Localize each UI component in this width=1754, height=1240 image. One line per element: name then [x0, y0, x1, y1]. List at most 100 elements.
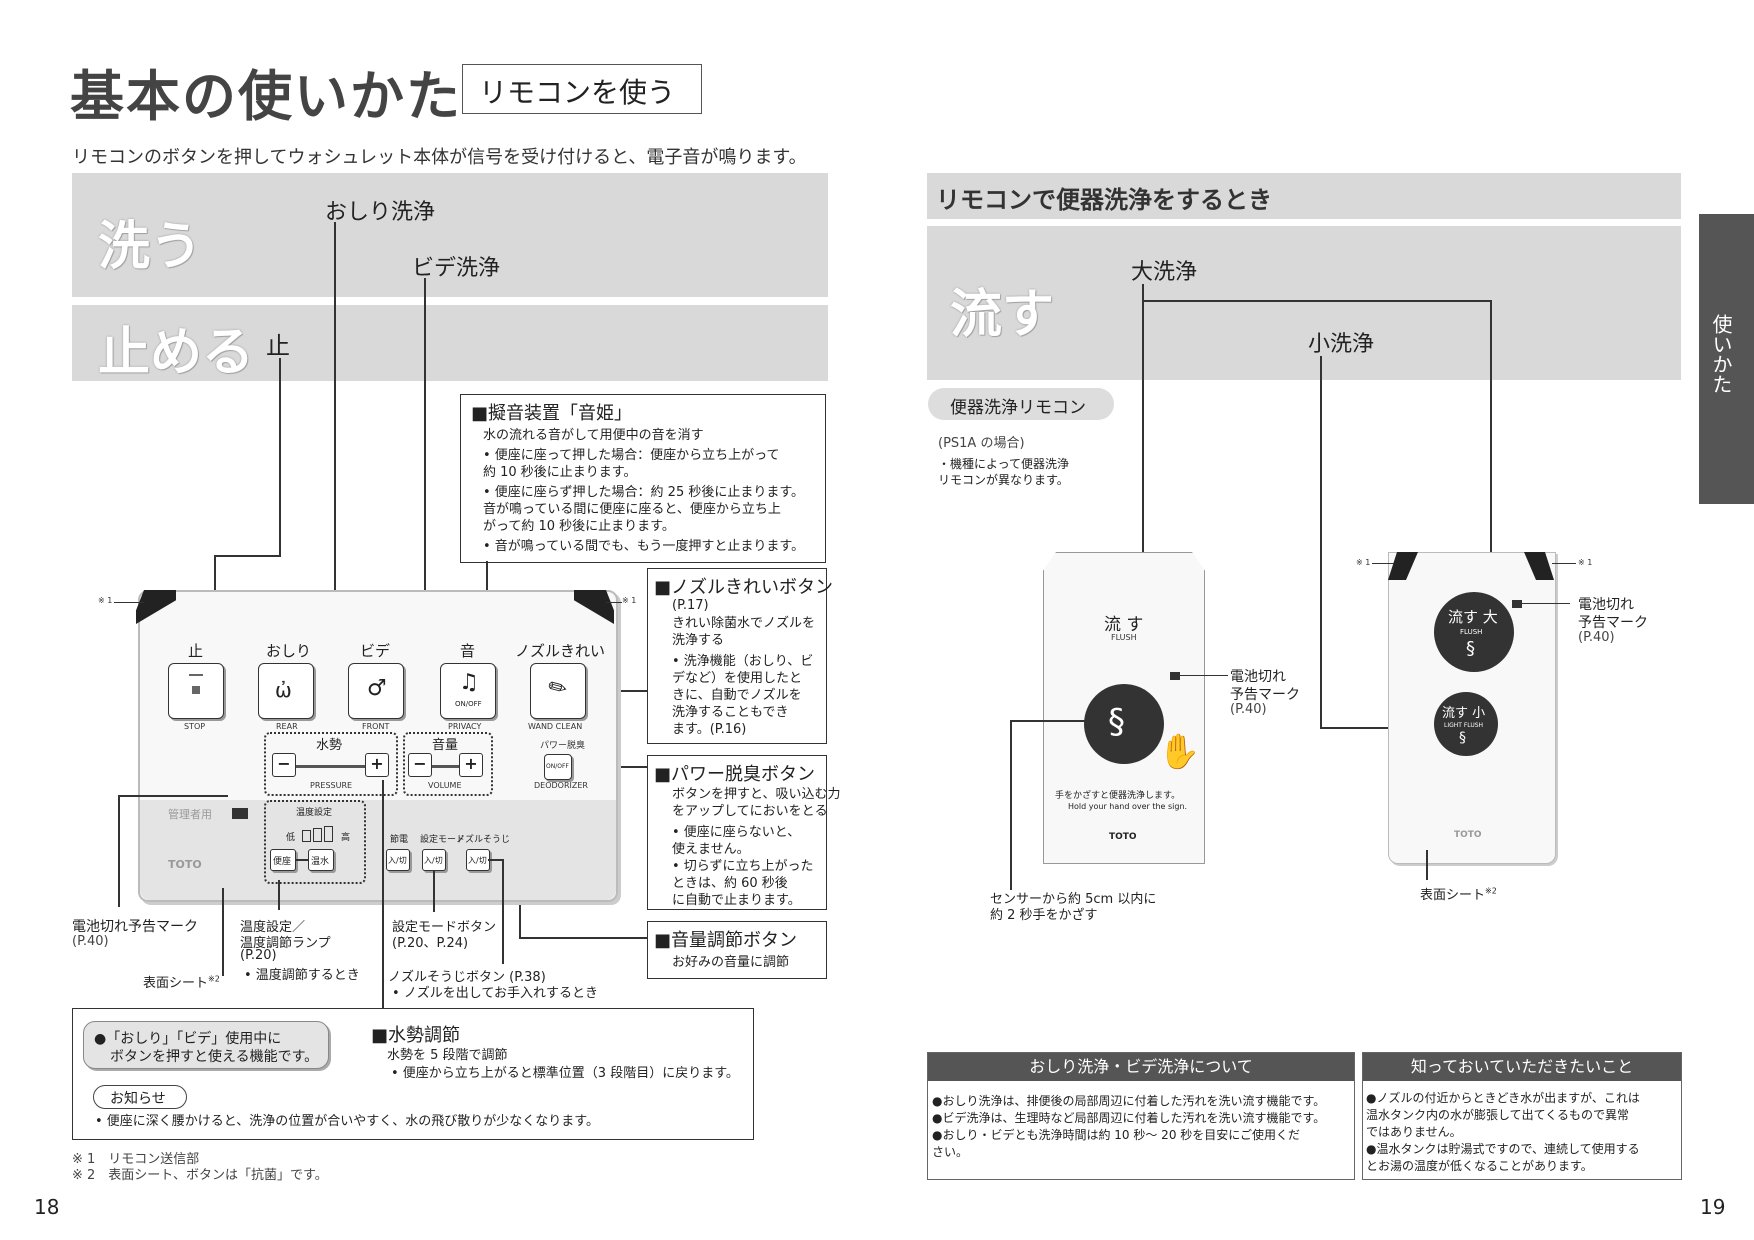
- small-flush-sub: LIGHT FLUSH: [1444, 722, 1484, 729]
- band-stop-label: 止める: [98, 323, 255, 383]
- label-big-flush: 大洗浄: [1131, 260, 1198, 285]
- label-bidet: ビデ洗浄: [412, 256, 501, 281]
- button-battery-ref: (P.40): [1578, 630, 1615, 645]
- big-flush-button[interactable]: 流す 大 FLUSH §: [1434, 592, 1514, 672]
- volume-plus-button[interactable]: +: [459, 753, 483, 777]
- battery-icon: [232, 808, 248, 819]
- stop-kanji: 止: [266, 332, 290, 360]
- info-box: ●「おしり」「ビデ」使用中に ボタンを押すと使える機能です。 ■水勢調節 水勢を…: [72, 1008, 754, 1140]
- temp-lamp-2: [313, 828, 322, 842]
- leader-pressure: [382, 780, 384, 1024]
- big-flush-sub: FLUSH: [1460, 628, 1483, 636]
- mode-toggle-label: 入/切: [424, 856, 443, 865]
- deodorizer-button[interactable]: ON/OFF: [544, 754, 572, 780]
- deo-onoff: ON/OFF: [546, 763, 569, 770]
- privacy-button[interactable]: ♫ ON/OFF: [440, 663, 496, 719]
- right-section-header: [927, 173, 1681, 219]
- leader-button-battery: [1522, 603, 1570, 604]
- button-battery-1: 電池切れ: [1578, 597, 1634, 613]
- music-note-icon: ♫: [459, 670, 479, 695]
- surface-right-text: 表面シート: [1420, 888, 1486, 903]
- volume-minus-button[interactable]: −: [408, 753, 432, 777]
- button-battery-icon: [1512, 600, 1522, 608]
- btn-label-rear: おしり: [266, 642, 312, 660]
- leader-stop-h: [214, 555, 281, 557]
- pressure-label: 水勢: [316, 738, 343, 753]
- nozzle-clean2-button[interactable]: 入/切: [466, 849, 490, 871]
- small-flush-swirl-icon: §: [1459, 730, 1466, 746]
- rear-wash-button[interactable]: ὠ: [258, 663, 314, 719]
- wand-clean-icon: ✎: [543, 673, 573, 704]
- sensor-flush-button[interactable]: §: [1084, 684, 1164, 764]
- power-deo-heading: ■パワー脱臭ボタン: [654, 764, 816, 785]
- info-box-2-item: とお湯の温度が低くなることがあります。: [1366, 1159, 1593, 1173]
- leader-temp: [278, 880, 280, 910]
- leader-big-flush: [1142, 284, 1144, 692]
- power-deo-item: 使えません。: [672, 842, 750, 857]
- sensor-battery-icon: [1170, 672, 1180, 680]
- volume-group: [403, 732, 493, 796]
- callout-nozzle1: ノズルそうじボタン (P.38): [388, 970, 546, 985]
- nozzle-clean2-label: ノズルそうじ: [456, 835, 511, 845]
- button-remote-note-line-2: [1552, 563, 1576, 564]
- nozzle-clean-item: 洗浄することもでき: [672, 705, 789, 720]
- leader-surface-right: [1426, 850, 1428, 880]
- deo-label: パワー脱臭: [540, 741, 586, 751]
- leader-stop: [279, 358, 281, 555]
- volume-desc: お好みの音量に調節: [672, 955, 790, 970]
- callout-mode1: 設定モードボタン: [392, 920, 497, 935]
- temp-seat-button[interactable]: 便座: [270, 849, 296, 871]
- button-remote-note-line-1: [1372, 563, 1394, 564]
- volume-label: 音量: [432, 738, 459, 753]
- admin-label: 管理者用: [168, 808, 212, 821]
- button-battery-2: 予告マーク: [1578, 615, 1648, 631]
- pressure-group: [264, 732, 398, 796]
- mode-button[interactable]: 入/切: [422, 849, 446, 871]
- remote-note-line-1: [114, 602, 144, 603]
- otohime-item: • 便座に座らず押した場合：約 25 秒後に止まります。: [483, 485, 805, 500]
- nozzle-clean-item: きに、自動でノズルを: [672, 688, 802, 703]
- side-tab: [1699, 214, 1754, 504]
- btn-label-privacy: 音: [460, 642, 476, 660]
- stop-button[interactable]: [168, 663, 224, 719]
- leader-nozzle-clean2-h: [488, 859, 504, 861]
- info-box-1-item: ●おしり・ビデとも洗浄時間は約 10 秒～ 20 秒を目安にご使用くだ: [932, 1128, 1301, 1142]
- remote-lower-area: [140, 800, 616, 900]
- deo-sub: DEODORIZER: [534, 781, 588, 790]
- rear-wash-icon: ὠ: [275, 678, 292, 702]
- small-flush-button[interactable]: 流す 小 LIGHT FLUSH §: [1434, 692, 1498, 756]
- remote-tag-text: 便器洗浄リモコン: [950, 398, 1086, 418]
- stop-icon-bar: [189, 674, 203, 676]
- intro-text: リモコンのボタンを押してウォシュレット本体が信号を受け付けると、電子音が鳴ります…: [72, 147, 807, 168]
- temp-seat-label: 便座: [273, 857, 292, 867]
- power-deo-item: • 切らずに立ち上がった: [672, 859, 814, 874]
- leader-small-flush: [1320, 356, 1322, 728]
- hand-icon: ✋: [1158, 732, 1201, 772]
- sensor-battery-2: 予告マーク: [1230, 687, 1300, 703]
- info-box-2-item: ではありません。: [1366, 1125, 1462, 1139]
- bidet-button[interactable]: ♂: [348, 663, 404, 719]
- side-tab-label: 使いかた: [1709, 314, 1733, 394]
- page-number-left: 18: [34, 1195, 60, 1219]
- power-deo-item: ときは、約 60 秒後: [672, 876, 788, 891]
- notice-tag-text: お知らせ: [110, 1091, 166, 1107]
- otohime-item: 音が鳴っている間に便座に座ると、便座から立ち上: [483, 502, 781, 517]
- callout-battery-ref: (P.40): [72, 934, 109, 949]
- footnote-2: ※ 2 表面シート、ボタンは「抗菌」です。: [72, 1168, 328, 1183]
- pressure-plus-button[interactable]: +: [365, 753, 389, 777]
- info-pill-line2: ボタンを押すと使える機能です。: [110, 1049, 319, 1065]
- pressure-minus-button[interactable]: −: [272, 753, 296, 777]
- wand-clean-button[interactable]: ✎: [530, 663, 586, 719]
- band-flush-label: 流す: [950, 285, 1055, 345]
- btn-sub-stop: STOP: [184, 722, 206, 731]
- temp-water-button[interactable]: 温水: [308, 849, 334, 871]
- eco-label: 節電: [390, 835, 409, 845]
- sensor-remote-title: 流 す: [1104, 615, 1144, 635]
- callout-battery: 電池切れ予告マーク: [72, 919, 198, 935]
- remote-brand: TOTO: [168, 858, 202, 871]
- big-flush-swirl-icon: §: [1466, 638, 1475, 659]
- power-deo-item: • 便座に座らないと、: [672, 825, 801, 840]
- right-section-title: リモコンで便器洗浄をするとき: [936, 186, 1272, 214]
- temp-low: 低: [286, 833, 296, 843]
- eco-button[interactable]: 入/切: [386, 849, 410, 871]
